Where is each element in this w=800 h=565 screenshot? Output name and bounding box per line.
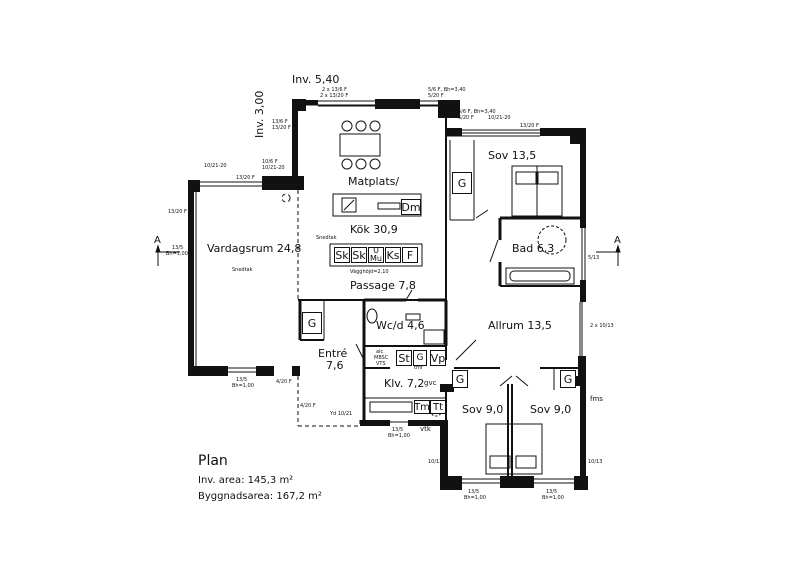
- room-matplats: Matplats/: [348, 175, 400, 188]
- annotation: 2 x 10/13: [590, 323, 614, 329]
- bathroom-fixtures: [366, 225, 575, 417]
- annotation: 10/13: [588, 459, 603, 465]
- dining-table: [339, 120, 381, 170]
- annotation: 2 x 13/20 F: [320, 93, 349, 99]
- room-sov-left: Sov 9,0: [462, 403, 504, 416]
- annotation: 13/5: [172, 245, 184, 251]
- annotation: alc: [376, 349, 384, 355]
- window-lines: [191, 100, 586, 484]
- annotation: 5/6 F, Bh=3,40: [428, 87, 466, 93]
- annotation: Vägghöjd=2,10: [350, 269, 389, 275]
- annotation: Bh=1,00: [542, 495, 564, 501]
- bed-top: [511, 165, 563, 217]
- fixture-tm: Tm: [414, 400, 430, 414]
- annotation: 5/20 F: [458, 115, 474, 121]
- annotation: 13/20 F: [272, 125, 291, 131]
- room-bad: Bad 6,3: [512, 242, 555, 255]
- fixture-f: F: [402, 247, 418, 263]
- annotation: Snedtak: [316, 235, 337, 241]
- bed-bottom: [485, 423, 543, 475]
- fixture-sk-1: Sk: [334, 247, 350, 263]
- fixture-g-sov-left: G: [452, 370, 468, 388]
- annotation: Bh=1,00: [166, 251, 188, 257]
- annotation: 13/5: [468, 489, 480, 495]
- kitchen-island: [329, 193, 423, 267]
- room-wc: Wc/d 4,6: [376, 319, 425, 332]
- annotation: Yd 10/21: [330, 411, 353, 417]
- fixture-g-sov-right: G: [560, 370, 576, 388]
- room-kok: Kök 30,9: [350, 223, 398, 236]
- fixture-dm: Dm: [401, 199, 421, 215]
- annotation: 5/6 F, Bh=3,40: [458, 109, 496, 115]
- annotation: 10/21-20: [262, 165, 285, 171]
- fixture-fms: fms: [590, 395, 603, 403]
- annotation: 4/20 F: [276, 379, 292, 385]
- annotation: MBSC: [374, 355, 389, 361]
- section-marker-left: A: [154, 235, 161, 246]
- annotation: 13/5: [236, 377, 248, 383]
- annotation: 13/6 F: [272, 119, 288, 125]
- fixture-mu: Mu: [370, 254, 382, 263]
- room-sov-right: Sov 9,0: [530, 403, 572, 416]
- door-swings: [355, 209, 529, 387]
- room-sov-top: Sov 13,5: [488, 149, 537, 162]
- legend-bygg-area: Byggnadsarea: 167,2 m²: [198, 491, 322, 502]
- exterior-walls: [188, 99, 588, 490]
- annotation: 10/21-20: [488, 115, 511, 121]
- room-allrum: Allrum 13,5: [488, 319, 552, 332]
- annotation: Bh=1,00: [232, 383, 254, 389]
- annotation: 5/20 F: [428, 93, 444, 99]
- room-entre: Entré: [318, 347, 348, 360]
- annotation: Snedtak: [232, 267, 253, 273]
- fixture-vtk: vtk: [420, 425, 431, 433]
- fixture-sk-2: Sk: [351, 247, 367, 263]
- room-klv: Klv. 7,2: [384, 377, 425, 390]
- annotation: 13/20 F: [168, 209, 187, 215]
- annotation: 5/13: [588, 255, 600, 261]
- annotation: 10/21-20: [204, 163, 227, 169]
- fixture-u-mu: U Mu: [368, 247, 384, 263]
- fixture-vp: Vp: [430, 350, 446, 366]
- interior-walls: [298, 104, 581, 476]
- fixture-st: St: [396, 350, 412, 366]
- section-markers: [155, 244, 621, 266]
- annotation: VTS: [376, 361, 386, 367]
- inv-width-label: Inv. 5,40: [292, 73, 340, 86]
- dashed-lines: [281, 190, 361, 427]
- inv-height-label: Inv. 3,00: [253, 90, 266, 138]
- fixture-u: U: [373, 246, 379, 255]
- fixture-gvc: gvc: [424, 379, 437, 387]
- annotation: 13/20 F: [236, 175, 255, 181]
- annotation: tmf: [414, 365, 423, 371]
- fixture-ks: Ks: [385, 247, 401, 263]
- fixture-tt: Tt: [430, 400, 446, 414]
- annotation: Bh=1,00: [464, 495, 486, 501]
- legend-inv-area: Inv. area: 145,3 m²: [198, 475, 294, 486]
- annotation: 10/6 F: [262, 159, 278, 165]
- annotation: 13/5: [392, 427, 404, 433]
- annotation: Bh=1,00: [388, 433, 410, 439]
- section-marker-right: A: [614, 235, 621, 246]
- room-vardagsrum: Vardagsrum 24,8: [207, 242, 302, 255]
- room-passage: Passage 7,8: [350, 279, 416, 292]
- annotation: 13/20 F: [520, 123, 539, 129]
- fixture-g-entre: G: [302, 312, 322, 334]
- annotation: 4/20 F: [300, 403, 316, 409]
- room-entre-area: 7,6: [326, 359, 344, 372]
- fixture-g-closet-top: G: [452, 172, 472, 194]
- annotation: 2 x 13/6 F: [322, 87, 348, 93]
- annotation: 13/5: [546, 489, 558, 495]
- legend-title: Plan: [198, 453, 228, 469]
- annotation: 10/13: [428, 459, 443, 465]
- fixture-g-small: G: [413, 350, 427, 366]
